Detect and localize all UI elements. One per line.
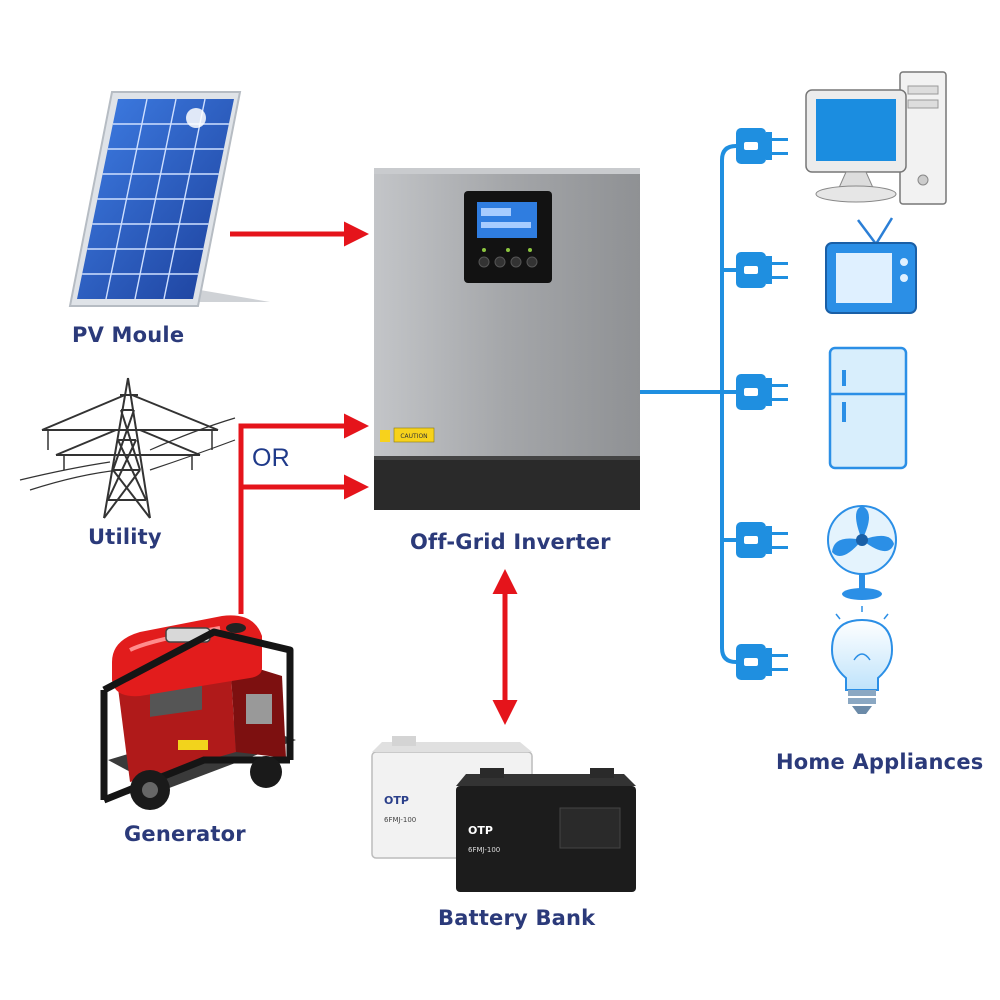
caution-sticker: CAUTION bbox=[400, 433, 427, 440]
generator-label: Generator bbox=[124, 822, 246, 846]
plug-icon bbox=[736, 252, 788, 288]
plug-icon bbox=[736, 644, 788, 680]
plug-icon bbox=[736, 522, 788, 558]
pv-module-label: PV Moule bbox=[72, 323, 185, 347]
plug-icon bbox=[736, 374, 788, 410]
tv-icon bbox=[825, 217, 917, 314]
or-label: OR bbox=[252, 444, 290, 472]
battery-back-brand: OTP bbox=[384, 794, 409, 807]
lcd-screen bbox=[477, 202, 537, 238]
refrigerator-icon bbox=[828, 346, 908, 470]
generator-icon bbox=[100, 615, 296, 810]
home-appliances-label: Home Appliances bbox=[776, 750, 984, 774]
output-bus bbox=[640, 144, 737, 664]
light-bulb-icon bbox=[830, 606, 894, 714]
transmission-tower-icon bbox=[19, 377, 236, 519]
plug-row bbox=[736, 128, 788, 680]
battery-back-model: 6FMJ-100 bbox=[384, 816, 416, 824]
computer-icon bbox=[805, 71, 947, 205]
battery-front-brand: OTP bbox=[468, 824, 493, 837]
battery-front-model: 6FMJ-100 bbox=[468, 846, 500, 854]
fan-icon bbox=[827, 505, 897, 600]
battery-bank-label: Battery Bank bbox=[438, 906, 596, 930]
inverter-device: CAUTION bbox=[374, 168, 640, 510]
utility-label: Utility bbox=[88, 525, 162, 549]
battery-icon: OTP 6FMJ-100 OTP 6FMJ-100 bbox=[371, 736, 636, 892]
plug-icon bbox=[736, 128, 788, 164]
utility-generator-connector bbox=[238, 413, 369, 614]
inverter-label: Off-Grid Inverter bbox=[410, 530, 611, 554]
solar-panel-icon bbox=[68, 91, 270, 307]
input-arrows bbox=[230, 221, 518, 725]
